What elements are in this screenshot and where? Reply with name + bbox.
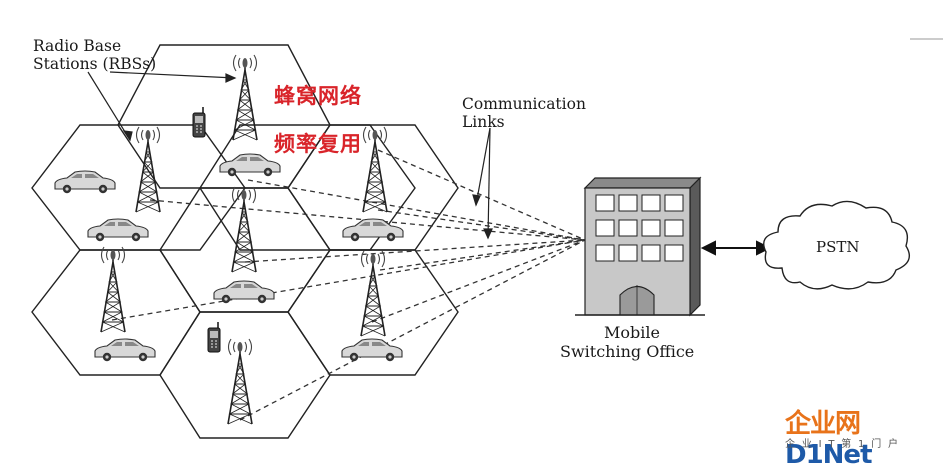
radio-tower (362, 126, 388, 213)
car (54, 170, 116, 194)
pstn-label: PSTN (816, 238, 860, 256)
radio-towers (100, 54, 388, 425)
mobile-switching-office (575, 176, 705, 317)
car (219, 153, 281, 177)
cellular-network-label: 蜂窝网络 (274, 84, 362, 108)
rbs-label-line1: Radio Base (33, 37, 122, 55)
cell-phone-icon (207, 321, 221, 353)
radio-tower (232, 54, 258, 141)
car (213, 280, 275, 304)
watermark-tagline: 企业IT第1门户 (785, 439, 905, 450)
hex-cell (159, 311, 331, 439)
pstn-link-arrow (700, 240, 772, 256)
rbs-label-line2: Stations (RBSs) (33, 55, 157, 73)
annotation-arrows (87, 71, 493, 240)
car (87, 218, 149, 242)
radio-tower (231, 186, 257, 273)
radio-tower (227, 338, 253, 425)
communication-links-label-line1: Communication (462, 95, 586, 113)
watermark-part1: 企业网 (785, 409, 861, 439)
mso-label-line2: Switching Office (560, 342, 695, 361)
cellular-network-diagram (31, 38, 943, 439)
car (94, 338, 156, 362)
communication-links-label-line2: Links (462, 113, 505, 131)
radio-tower (360, 250, 386, 337)
mso-label-line1: Mobile (604, 323, 660, 342)
cell-phone-icon (192, 106, 206, 138)
frequency-reuse-label: 频率复用 (274, 132, 362, 156)
car (341, 338, 403, 362)
pstn-cloud (763, 200, 910, 290)
